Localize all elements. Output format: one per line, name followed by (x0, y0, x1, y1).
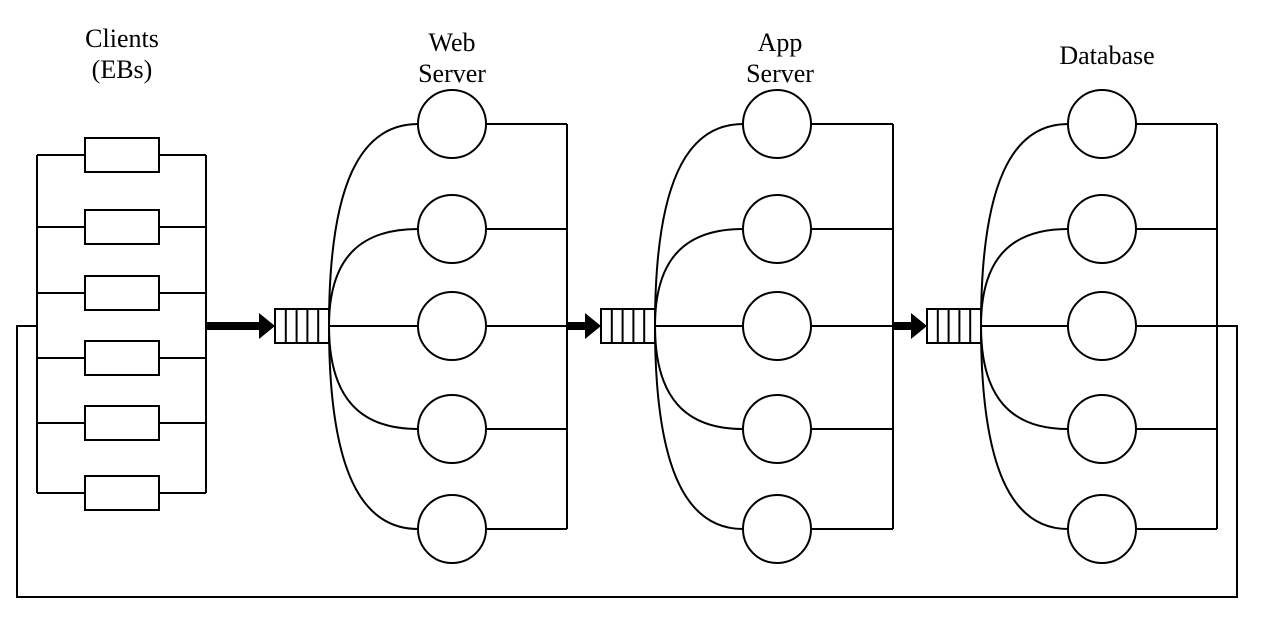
clients-label: Clients (EBs) (62, 23, 182, 85)
web-fanout-curve (328, 228, 419, 327)
web-fanout-curve (328, 325, 419, 530)
client-box (84, 209, 160, 245)
web-server-node (417, 394, 487, 464)
db-server-node (1067, 291, 1137, 361)
web-server-label-line1: Web (428, 28, 476, 57)
web-fanout-curve (328, 325, 419, 430)
web-fanout-curve (328, 123, 419, 327)
app-server-label-line1: App (757, 28, 803, 57)
app-server-label-line2: Server (746, 59, 814, 88)
database-label-line1: Database (1059, 41, 1155, 70)
db-server-node (1067, 394, 1137, 464)
clients-label-line1: Clients (85, 24, 159, 53)
app-server-node (742, 291, 812, 361)
web-server-node (417, 291, 487, 361)
client-box (84, 340, 160, 376)
app-server-node (742, 494, 812, 564)
client-box (84, 137, 160, 173)
web-server-label: Web Server (392, 27, 512, 89)
app-fanout-curve (654, 123, 744, 327)
db-fanout-curve (980, 325, 1069, 430)
db-fanout-curve (980, 228, 1069, 327)
app-server-node (742, 394, 812, 464)
arrow-to-db-queue-head (911, 313, 927, 339)
arrow-to-app-queue-head (585, 313, 601, 339)
client-box (84, 275, 160, 311)
app-fanout-curve (654, 325, 744, 530)
client-box (84, 405, 160, 441)
db-fanout-curve (980, 123, 1069, 327)
web-queue (274, 308, 330, 344)
clients-label-line2: (EBs) (91, 55, 153, 84)
client-box (84, 475, 160, 511)
web-server-label-line2: Server (418, 59, 486, 88)
app-fanout-curve (654, 325, 744, 430)
arrow-to-web-queue-head (259, 313, 275, 339)
app-server-node (742, 89, 812, 159)
web-server-node (417, 494, 487, 564)
db-fanout-curve (980, 325, 1069, 530)
app-server-node (742, 194, 812, 264)
app-queue (600, 308, 656, 344)
db-queue (926, 308, 982, 344)
feedback-loop-line (16, 325, 1238, 598)
db-server-node (1067, 194, 1137, 264)
db-server-node (1067, 89, 1137, 159)
web-server-node (417, 89, 487, 159)
database-label: Database (1047, 40, 1167, 71)
db-server-node (1067, 494, 1137, 564)
web-server-node (417, 194, 487, 264)
app-server-label: App Server (720, 27, 840, 89)
app-fanout-curve (654, 228, 744, 327)
